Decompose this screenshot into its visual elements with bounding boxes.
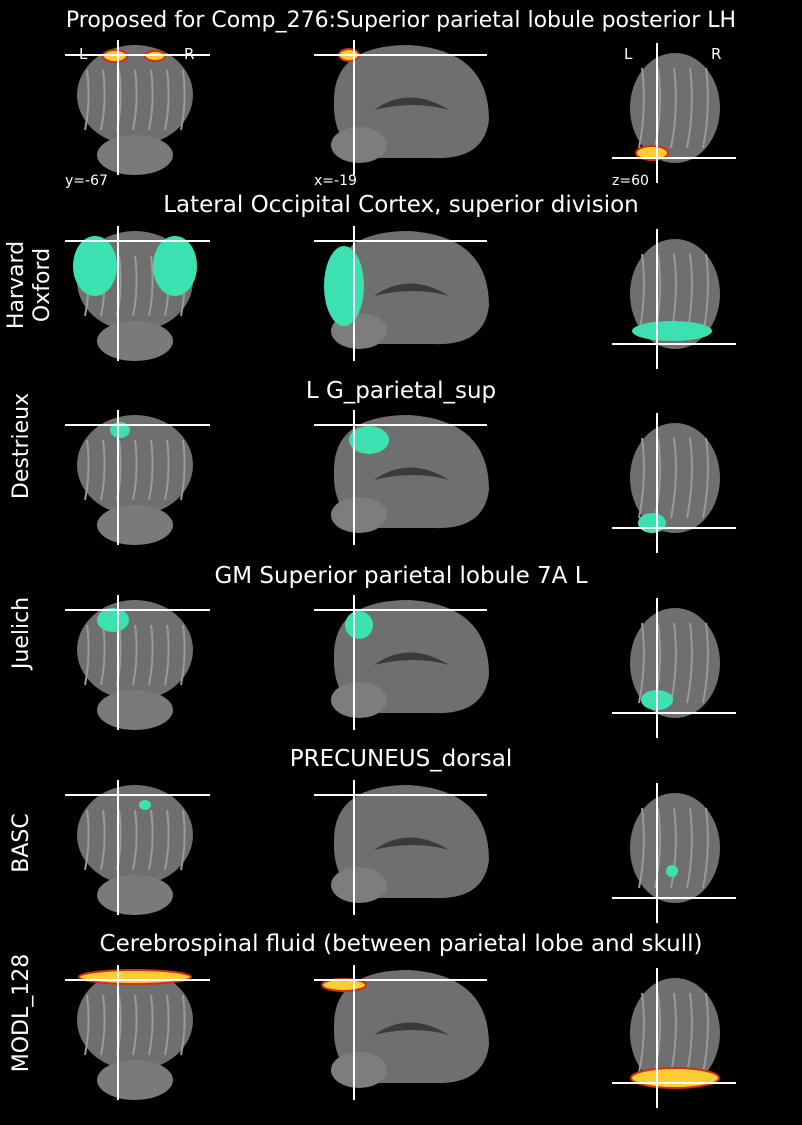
sagittal-view [314,595,489,730]
atlas-label-modl-128: MODL_128 [9,953,34,1073]
axial-view [612,43,736,183]
overlay-blob [632,321,712,341]
sagittal-ventricle [374,283,449,296]
coronal-cerebrum [77,785,193,885]
overlay-blob [153,236,197,296]
sagittal-view [314,410,489,545]
left-orientation-label-axial: L [624,45,633,63]
coronal-view [65,595,210,730]
sagittal-cerebellum [331,1052,387,1088]
overlay-blob [78,969,192,985]
coronal-view [65,410,210,545]
sagittal-view [314,40,489,175]
coronal-cerebrum [77,415,193,515]
coronal-coordinate: y=-67 [65,173,108,189]
coronal-cerebrum [77,970,193,1070]
sagittal-view [314,226,489,361]
region-title-destrieux: L G_parietal_sup [305,378,497,404]
overlay-blob [324,246,364,326]
overlay-blob [73,236,117,296]
axial-view [612,783,736,923]
coronal-cerebellum [97,135,173,175]
overlay-blob [97,608,129,632]
atlas-label-harvard-oxford: Harvard Oxford [4,240,55,330]
coronal-cerebellum [97,875,173,915]
atlas-label-basc: BASC [9,813,34,873]
axial-view [612,229,736,369]
sagittal-cerebellum [331,497,387,533]
coronal-view [65,40,210,175]
coronal-view [65,226,210,361]
axial-view [612,413,736,553]
sagittal-view [314,965,489,1100]
overlay-blob [139,800,151,810]
region-title-harvard-oxford: Lateral Occipital Cortex, superior divis… [163,192,639,218]
sagittal-ventricle [374,1022,449,1035]
figure-title: Proposed for Comp_276:Superior parietal … [65,8,737,33]
overlay-blob [349,426,389,454]
axial-coordinate: z=60 [612,173,649,189]
sagittal-view [314,780,489,915]
coronal-cerebrum [77,600,193,700]
region-title-basc: PRECUNEUS_dorsal [289,746,513,772]
region-title-modl-128: Cerebrospinal fluid (between parietal lo… [99,931,703,957]
sagittal-ventricle [374,652,449,665]
coronal-cerebellum [97,321,173,361]
overlay-blob [345,611,373,639]
region-title-juelich: GM Superior parietal lobule 7A L [214,563,588,589]
sagittal-ventricle [374,467,449,480]
overlay-blob [638,513,666,533]
coronal-view [65,780,210,915]
axial-view [612,968,736,1108]
sagittal-cerebellum [331,682,387,718]
overlay-blob [635,145,669,161]
coronal-cerebrum [77,45,193,145]
sagittal-coordinate: x=-19 [314,173,357,189]
sagittal-ventricle [374,837,449,850]
coronal-cerebellum [97,690,173,730]
overlay-blob [630,1067,720,1089]
coronal-view [65,965,210,1100]
atlas-label-destrieux: Destrieux [9,392,34,500]
atlas-label-juelich: Juelich [9,596,34,670]
right-orientation-label-axial: R [711,45,722,63]
sagittal-ventricle [374,97,449,110]
coronal-cerebellum [97,1060,173,1100]
sagittal-cerebellum [331,127,387,163]
coronal-cerebellum [97,505,173,545]
axial-view [612,598,736,738]
overlay-blob [666,865,678,877]
sagittal-cerebellum [331,867,387,903]
